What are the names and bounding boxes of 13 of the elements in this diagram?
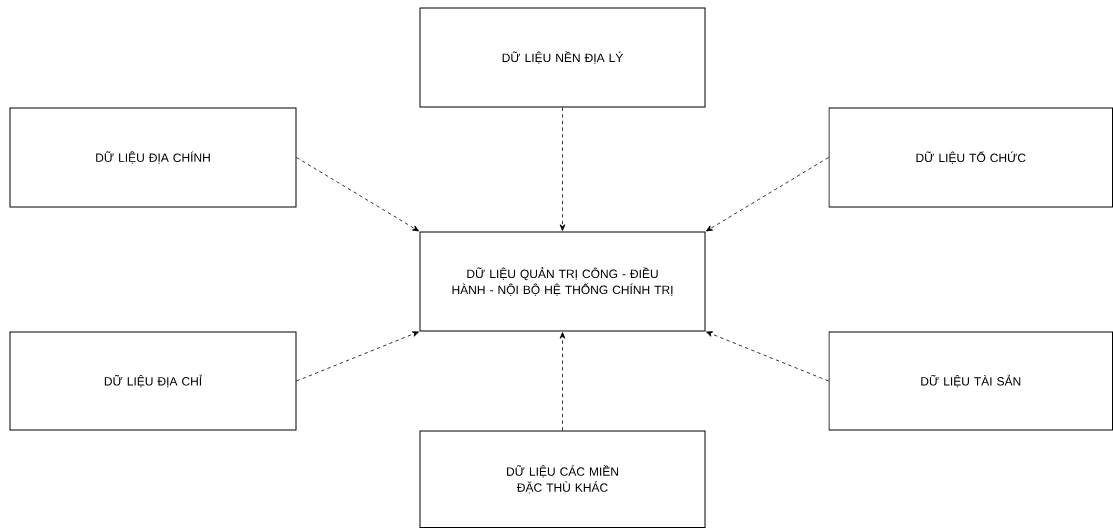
box: DỮ LIỆU TỔ CHỨC: [828, 107, 1113, 208]
arrow: [706, 331, 829, 382]
arrow: [559, 332, 566, 431]
box: DỮ LIỆU CÁC MIỀN ĐẶC THÙ KHÁC: [419, 430, 706, 528]
box: DỮ LIỆU NỀN ĐỊA LÝ: [419, 7, 706, 108]
arrow: [559, 107, 566, 231]
box: DỮ LIỆU ĐỊA CHÍNH: [9, 107, 297, 208]
arrow: [296, 157, 419, 232]
arrow: [296, 331, 419, 382]
box: DỮ LIỆU ĐỊA CHỈ: [9, 331, 297, 431]
box: DỮ LIỆU QUẢN TRỊ CÔNG - ĐIỀU HÀNH - NỘI BỘ HỆ THỐNG CHÍNH TRỊ: [419, 231, 706, 332]
arrow: [706, 157, 829, 232]
box: DỮ LIỆU TÀI SẢN: [828, 331, 1113, 431]
